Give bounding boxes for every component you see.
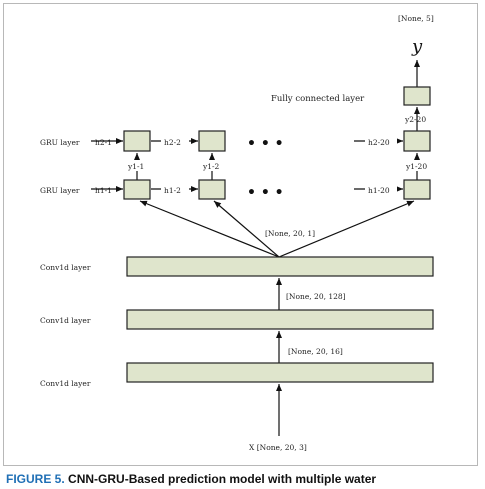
gru-top-cell-2 — [198, 130, 226, 152]
figure-number: FIGURE 5. — [6, 472, 65, 486]
h1-1-label: h1-1 — [95, 186, 112, 195]
fc-input-label: y2-20 — [404, 115, 426, 124]
conv-label-2: Conv1d layer — [40, 316, 91, 325]
gru-bottom-cell-2 — [198, 179, 226, 200]
h1-2-label: h1-2 — [164, 186, 181, 195]
fan-arrow-1 — [139, 200, 280, 258]
y1-2-label-bg — [201, 160, 225, 171]
fc-layer-box — [403, 86, 431, 106]
conv-layer-3 — [126, 256, 434, 277]
y1-1-label-bg — [126, 160, 150, 171]
figure-frame — [3, 3, 478, 466]
shape-after-conv2: [None, 20, 128] — [286, 292, 346, 301]
figure-caption: FIGURE 5. CNN-GRU-Based prediction model… — [6, 472, 481, 486]
y1-1-label: y1-1 — [127, 162, 144, 171]
h2-20-label-bg — [365, 136, 397, 147]
h2-1-label: h2-1 — [95, 138, 112, 147]
h2-20-label: h2-20 — [368, 138, 390, 147]
conv-label-3: Conv1d layer — [40, 263, 91, 272]
h1-20-label-bg — [365, 184, 397, 195]
gru-bottom-cell-1 — [123, 179, 151, 200]
cnn-gru-diagram: [None, 5] y Fully connected layer y2-20 … — [40, 14, 434, 452]
gru-bottom-cell-20 — [403, 179, 431, 200]
gru-bottom-label: GRU layer — [40, 186, 80, 195]
shape-after-conv3: [None, 20, 1] — [265, 229, 315, 238]
bottom-ellipsis: • • • — [247, 185, 284, 201]
conv-label-1: Conv1d layer — [40, 379, 91, 388]
y1-20-label: y1-20 — [405, 162, 427, 171]
gru-top-label: GRU layer — [40, 138, 80, 147]
h1-20-label: h1-20 — [368, 186, 390, 195]
fan-arrow-20 — [278, 200, 415, 258]
h2-2-label: h2-2 — [164, 138, 181, 147]
y1-20-label-bg — [405, 160, 433, 171]
conv-layer-2 — [126, 309, 434, 330]
output-y: y — [411, 36, 423, 57]
caption-text: CNN-GRU-Based prediction model with mult… — [68, 472, 377, 486]
input-shape: X [None, 20, 3] — [249, 443, 307, 452]
conv-layer-1 — [126, 362, 434, 383]
output-shape: [None, 5] — [398, 14, 434, 23]
fan-arrow-2 — [213, 200, 280, 258]
top-ellipsis: • • • — [247, 136, 284, 152]
fc-layer-label: Fully connected layer — [271, 94, 365, 104]
h2-2-label-bg — [161, 136, 189, 147]
gru-top-cell-20 — [403, 130, 431, 152]
gru-top-cell-1 — [123, 130, 151, 152]
h1-2-label-bg — [161, 184, 189, 195]
y1-2-label: y1-2 — [202, 162, 220, 171]
shape-after-conv1: [None, 20, 16] — [288, 347, 343, 356]
